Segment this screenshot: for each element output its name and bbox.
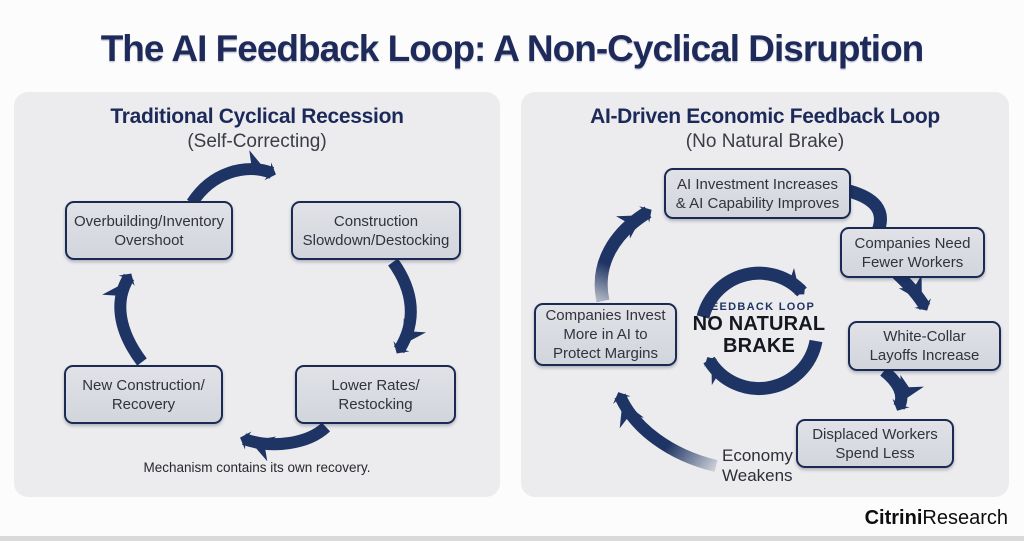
left-panel-caption: Mechanism contains its own recovery. (143, 460, 371, 475)
node-layoffs-line1: White-Collar (883, 328, 966, 345)
node-invest-more-line3: Protect Margins (552, 345, 659, 362)
node-ai-investment-line1: AI Investment Increases (677, 175, 838, 193)
economy-weakens-line2: Weakens (722, 466, 793, 485)
node-fewer-workers-line2: Fewer Workers (861, 253, 964, 271)
economy-weakens-line1: Economy (722, 446, 793, 465)
right-panel-title: AI-Driven Economic Feedback Loop (590, 105, 940, 128)
node-fewer-workers: Companies Need Fewer Workers (840, 227, 985, 278)
right-panel-subtitle: (No Natural Brake) (685, 131, 845, 152)
node-layoffs-line2: Layoffs Increase (869, 347, 980, 364)
node-new-construction-line1: New Construction/ (82, 376, 205, 394)
node-lower-rates: Lower Rates/ Restocking (295, 365, 456, 424)
node-slowdown-line1: Construction (333, 212, 419, 230)
node-fewer-workers-line1: Companies Need (854, 234, 971, 252)
node-layoffs: White-Collar Layoffs Increase (848, 321, 1001, 371)
node-spend-less-line2: Spend Less (835, 444, 915, 462)
node-lower-rates-line2: Restocking (338, 395, 413, 413)
left-panel-title: Traditional Cyclical Recession (110, 105, 404, 128)
left-panel-subtitle: (Self-Correcting) (187, 131, 327, 152)
node-overbuilding-line1: Overbuilding/Inventory (73, 212, 225, 230)
panel-traditional-recession: Traditional Cyclical Recession (Self-Cor… (14, 92, 500, 497)
node-ai-investment: AI Investment Increases & AI Capability … (664, 168, 851, 219)
page-title: The AI Feedback Loop: A Non-Cyclical Dis… (100, 28, 925, 69)
node-construction-slowdown: Construction Slowdown/Destocking (291, 201, 461, 260)
node-overbuilding: Overbuilding/Inventory Overshoot (65, 201, 233, 260)
node-new-construction: New Construction/ Recovery (64, 365, 223, 424)
node-spend-less: Displaced Workers Spend Less (796, 419, 954, 468)
node-invest-more-line1: Companies Invest (545, 307, 666, 324)
node-lower-rates-line1: Lower Rates/ (331, 376, 420, 394)
economy-weakens-label: Economy Weakens (722, 446, 793, 486)
brand-light: Research (922, 507, 1008, 529)
bottom-strip (0, 536, 1024, 541)
node-spend-less-line1: Displaced Workers (812, 425, 938, 443)
brand-citrini-research: CitriniResearch (865, 507, 1008, 530)
node-ai-investment-line2: & AI Capability Improves (675, 194, 840, 212)
node-new-construction-line2: Recovery (111, 395, 176, 413)
node-slowdown-line2: Slowdown/Destocking (302, 231, 450, 249)
node-invest-more: Companies Invest More in AI to Protect M… (534, 303, 677, 366)
node-invest-more-line2: More in AI to (563, 326, 648, 343)
node-overbuilding-line2: Overshoot (114, 231, 184, 249)
brand-bold: Citrini (864, 507, 923, 529)
